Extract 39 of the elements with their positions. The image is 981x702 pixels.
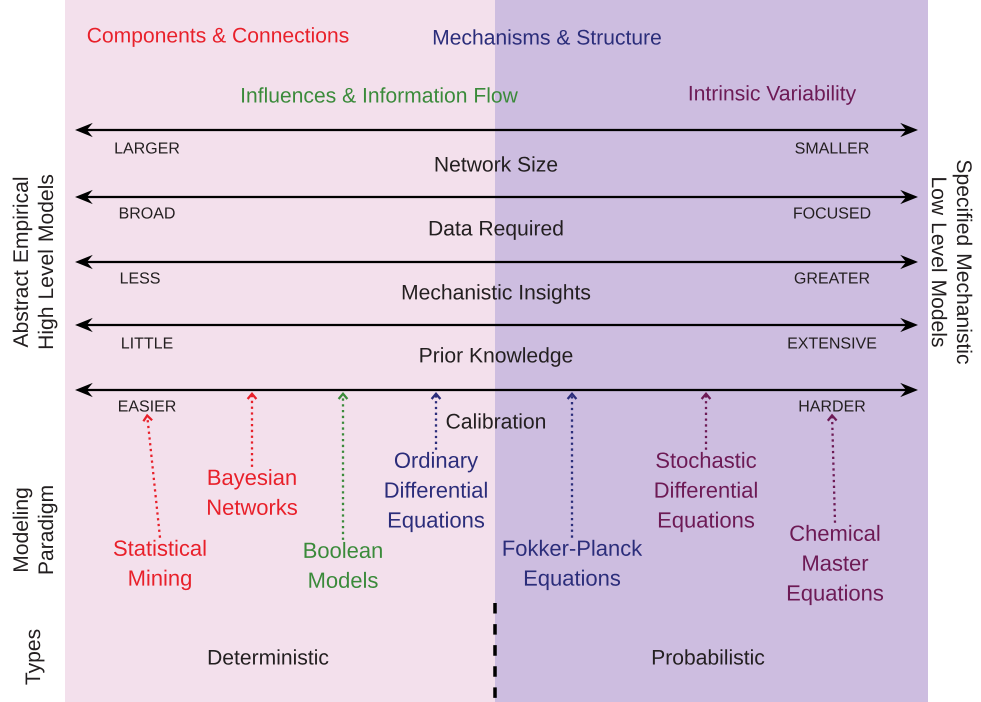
paradigm-label: Statistical Mining: [114, 540, 206, 590]
scale-title: Prior Knowledge: [420, 347, 572, 367]
paradigm-label: Fokker-Planck Equations: [504, 540, 642, 590]
scale-title: Network Size: [436, 156, 558, 172]
dotted-arrow: [566, 392, 578, 538]
row-title: Types: [26, 630, 44, 685]
dotted-arrow: [826, 414, 838, 523]
scale-end-label: HARDER: [800, 400, 866, 412]
dotted-arrow: [142, 414, 162, 538]
paradigm-label: Stochastic Differential Equations: [656, 452, 757, 532]
scale-end-label: SMALLER: [795, 142, 869, 154]
scale-title: Calibration: [446, 413, 546, 429]
paradigm-label: Bayesian Networks: [208, 468, 297, 515]
type-label: Probabilistic: [652, 649, 764, 665]
scale-end-label: GREATER: [794, 272, 870, 284]
dotted-arrow: [246, 392, 258, 467]
category-label: Mechanisms & Structure: [434, 29, 661, 45]
paradigm-label: Ordinary Differential Equations: [386, 452, 487, 532]
paradigm-label: Boolean Models: [304, 542, 382, 588]
axis-title: Abstract Empirical High Level Models: [12, 174, 58, 348]
scale-end-label: FOCUSED: [794, 207, 870, 219]
scale-end-label: BROAD: [120, 207, 175, 219]
scale-end-label: LARGER: [115, 142, 180, 154]
axis-title: Specified Mechanistic Low Level Models: [932, 160, 972, 364]
scale-end-label: LESS: [120, 272, 160, 284]
paradigm-label: Chemical Master Equations: [788, 524, 884, 606]
dotted-arrow: [430, 392, 442, 450]
scale-title: Data Required: [430, 220, 563, 240]
scale-title: Mechanistic Insights: [402, 284, 590, 304]
type-label: Deterministic: [208, 649, 328, 665]
dotted-arrow: [338, 392, 348, 540]
dotted-arrow: [700, 392, 712, 450]
scale-end-label: EASIER: [119, 400, 176, 412]
category-label: Intrinsic Variability: [690, 85, 856, 105]
scale-end-label: EXTENSIVE: [788, 337, 876, 349]
category-label: Influences & Information Flow: [242, 87, 518, 103]
category-label: Components & Connections: [88, 27, 348, 47]
row-title: Modeling Paradigm: [12, 486, 58, 574]
scale-end-label: LITTLE: [122, 338, 173, 348]
